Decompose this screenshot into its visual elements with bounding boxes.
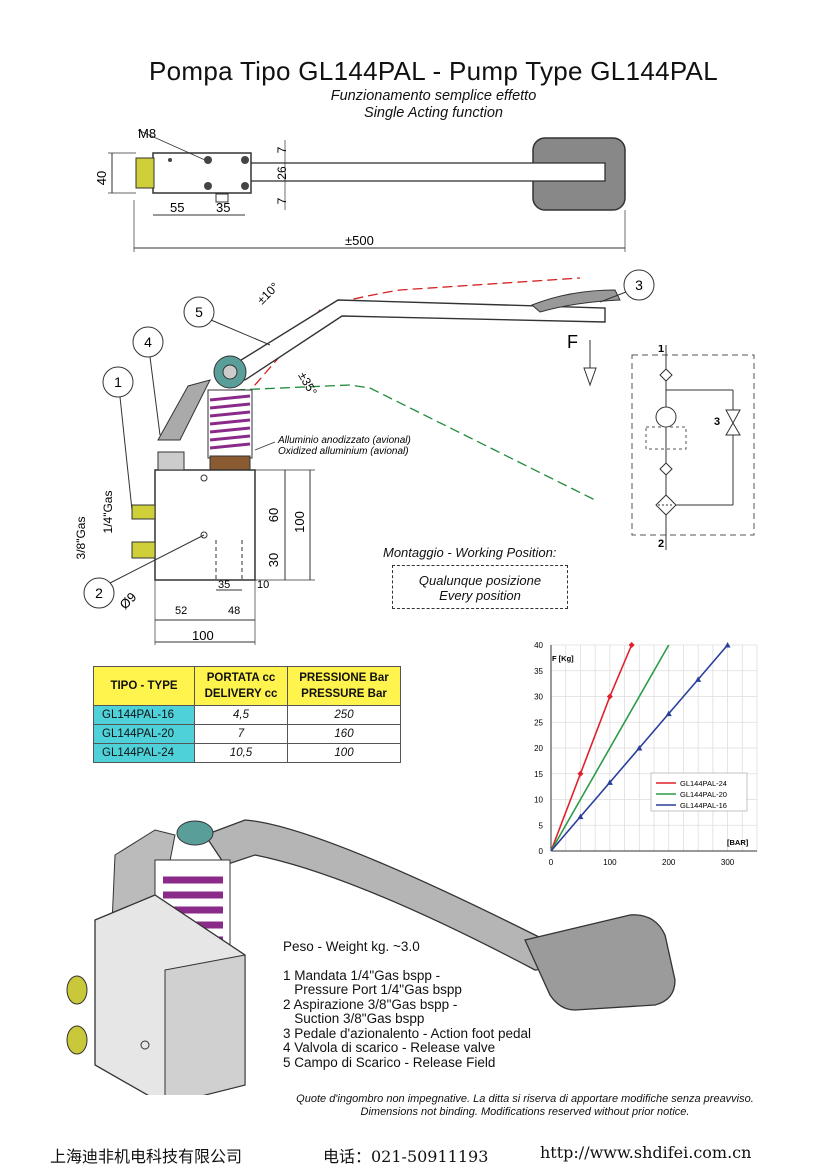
data-point (606, 693, 613, 700)
data-point (665, 710, 672, 717)
parts-item: 5 Campo di Scarico - Release Field (283, 1054, 496, 1070)
page-title: Pompa Tipo GL144PAL - Pump Type GL144PAL (149, 56, 718, 86)
y-tick-label: 35 (534, 667, 543, 676)
table-row: GL144PAL-16 4,5 250 (93, 705, 401, 725)
footer-company: 上海迪非机电科技有限公司 (50, 1147, 243, 1166)
disclaimer: Quote d'ingombro non impegnative. La dit… (230, 1093, 820, 1119)
port-pressure-label: 1/4"Gas (101, 491, 115, 534)
pump-body-side (154, 469, 256, 581)
series-line-GL144PAL-24 (550, 644, 633, 852)
parts-item: 1 Mandata 1/4"Gas bspp - (283, 967, 441, 983)
dim-55: 55 (170, 200, 184, 215)
hole-diameter: Ø9 (117, 589, 140, 612)
dim-52: 52 (175, 605, 187, 617)
weight-label: Peso - Weight kg. ~3.0 (283, 939, 420, 954)
y-tick-label: 10 (534, 796, 543, 805)
data-point (606, 779, 613, 785)
x-axis-label: [BAR] (727, 838, 749, 847)
callout-3: 3 (635, 277, 643, 293)
dim-7-bottom: 7 (275, 197, 289, 204)
thread-label: M8 (138, 126, 156, 141)
legend-label: GL144PAL-16 (680, 801, 727, 810)
hydraulic-port-1: 1 (658, 345, 664, 355)
footer-phone: 电话：021-50911193 (323, 1147, 489, 1166)
parts-item: 4 Valvola di scarico - Release valve (283, 1040, 496, 1055)
force-pressure-chart: 0 5 10 15 20 25 30 35 40 0 100 200 300 F [Kg] [BAR] GL1… (534, 641, 758, 867)
dim-60: 60 (266, 508, 281, 522)
data-point (724, 642, 731, 648)
y-tick-label: 25 (534, 718, 543, 727)
material-italian: Alluminio anodizzato (avional) (277, 435, 411, 446)
table-row: GL144PAL-20 7 160 (93, 724, 401, 744)
y-tick-label: 5 (539, 821, 544, 830)
parts-item: 2 Aspirazione 3/8"Gas bspp - (283, 996, 458, 1012)
dim-30: 30 (266, 553, 281, 567)
parts-list: Peso - Weight kg. ~3.0 1 Mandata 1/4"Gas… (283, 939, 532, 1070)
dim-35: 35 (216, 200, 230, 215)
dim-35-bottom: 35 (218, 579, 230, 591)
dim-100-horizontal: 100 (192, 628, 214, 643)
material-english: Oxidized alluminium (avional) (278, 446, 409, 457)
data-point (636, 745, 643, 751)
pump-3d-render (66, 819, 676, 1095)
dim-height: 40 (94, 171, 109, 185)
y-tick-label: 15 (534, 770, 543, 779)
hydraulic-symbol: 1 2 3 (631, 345, 755, 550)
legend-label: GL144PAL-24 (680, 779, 727, 788)
parts-item: Suction 3/8"Gas bspp (283, 1011, 425, 1026)
working-position-line1: Qualunque posizione (418, 573, 542, 588)
parts-item: 3 Pedale d'azionalento - Action foot ped… (283, 1025, 532, 1041)
disclaimer-english: Dimensions not binding. Modifications re… (360, 1106, 690, 1118)
disclaimer-italian: Quote d'ingombro non impegnative. La dit… (296, 1093, 754, 1105)
table-row: GL144PAL-24 10,5 100 (93, 743, 401, 763)
x-tick-label: 300 (721, 858, 735, 867)
callout-2: 2 (95, 585, 103, 601)
y-tick-label: 20 (534, 744, 543, 753)
y-axis-label: F [Kg] (552, 654, 574, 663)
x-tick-label: 200 (662, 858, 676, 867)
dim-26: 26 (275, 166, 289, 180)
parts-item: Pressure Port 1/4"Gas bspp (283, 982, 462, 997)
dim-10: 10 (257, 579, 269, 591)
dim-48: 48 (228, 605, 240, 617)
data-point (628, 642, 635, 648)
subtitle-english: Single Acting function (364, 105, 503, 121)
top-view-drawing: M8 40 55 35 7 26 7 ±500 (94, 126, 626, 252)
y-tick-label: 40 (534, 641, 543, 650)
x-tick-label: 100 (603, 858, 617, 867)
legend-label: GL144PAL-20 (680, 790, 727, 799)
y-tick-label: 30 (534, 693, 543, 702)
subtitle-italian: Funzionamento semplice effetto (330, 88, 537, 104)
angle-down: ±35° (295, 370, 320, 399)
force-label: F (567, 332, 578, 352)
data-point (695, 676, 702, 682)
port-suction-label: 3/8"Gas (74, 517, 88, 560)
working-position-box: Qualunque posizione Every position (392, 565, 568, 609)
hydraulic-port-2: 2 (658, 538, 664, 550)
data-point (577, 813, 584, 820)
header-type: TIPO - TYPE (93, 666, 195, 706)
working-position-line2: Every position (439, 588, 521, 603)
dim-100-vertical: 100 (292, 511, 307, 533)
data-point (577, 770, 584, 777)
footer-url[interactable]: http://www.shdifei.com.cn (540, 1143, 752, 1162)
angle-up: ±10° (254, 280, 282, 308)
series-line-GL144PAL-20 (550, 644, 670, 852)
callout-5: 5 (195, 304, 203, 320)
dim-7-top: 7 (275, 146, 289, 153)
callout-4: 4 (144, 334, 152, 350)
x-tick-label: 0 (549, 858, 554, 867)
y-tick-label: 0 (539, 847, 544, 856)
dim-length: ±500 (345, 233, 374, 248)
side-view-drawing: F 60 30 100 35 10 52 48 100 1/4"Gas 3/8"… (74, 269, 655, 645)
hydraulic-valve-3: 3 (714, 416, 720, 428)
callout-1: 1 (114, 374, 122, 390)
working-position-title: Montaggio - Working Position: (383, 545, 557, 560)
